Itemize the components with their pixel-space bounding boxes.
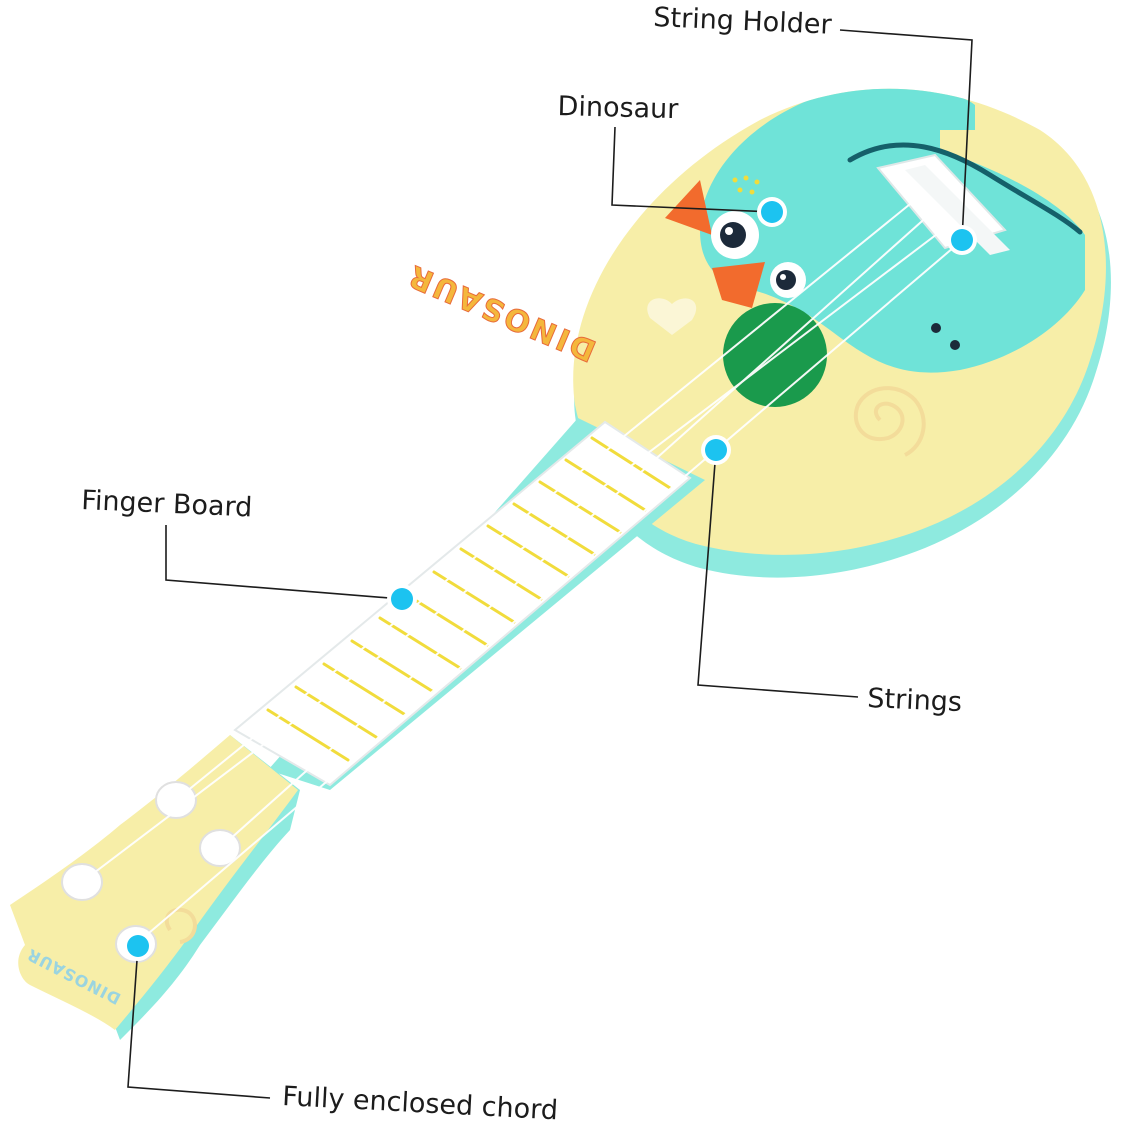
marker-finger-board bbox=[387, 584, 417, 614]
label-strings: Strings bbox=[866, 683, 963, 719]
leader-finger-board bbox=[165, 525, 403, 600]
marker-dinosaur bbox=[757, 197, 787, 227]
label-string-holder: String Holder bbox=[652, 2, 833, 41]
leader-string-holder bbox=[839, 29, 973, 241]
spiral-decoration bbox=[853, 386, 926, 457]
leader-lines bbox=[127, 29, 973, 1099]
nostril-left bbox=[931, 323, 941, 333]
finger-board bbox=[233, 420, 692, 787]
dinosaur-back-line bbox=[847, 142, 1083, 235]
strings-lines bbox=[81, 199, 961, 945]
dinosaur-eye-lower bbox=[770, 262, 806, 298]
leader-strings bbox=[697, 449, 859, 698]
headstock bbox=[10, 735, 298, 1030]
leader-dinosaur bbox=[611, 126, 773, 213]
leader-fully-enclosed-chord bbox=[127, 945, 271, 1099]
label-dinosaur: Dinosaur bbox=[557, 91, 679, 126]
beak-upper bbox=[665, 180, 712, 235]
sparkle-dots bbox=[732, 175, 760, 195]
markers bbox=[123, 197, 977, 961]
dinosaur-eye-upper bbox=[711, 211, 759, 259]
marker-string-holder bbox=[947, 225, 977, 255]
body-text: DINOSAUR bbox=[401, 257, 601, 368]
beak-lower bbox=[712, 262, 765, 308]
label-finger-board: Finger Board bbox=[80, 485, 253, 524]
marker-strings bbox=[701, 435, 731, 465]
marker-fully-enclosed-chord bbox=[123, 931, 153, 961]
nostril-right bbox=[950, 340, 960, 350]
dinosaur-shape bbox=[700, 88, 1085, 373]
heart-decoration bbox=[647, 298, 697, 335]
